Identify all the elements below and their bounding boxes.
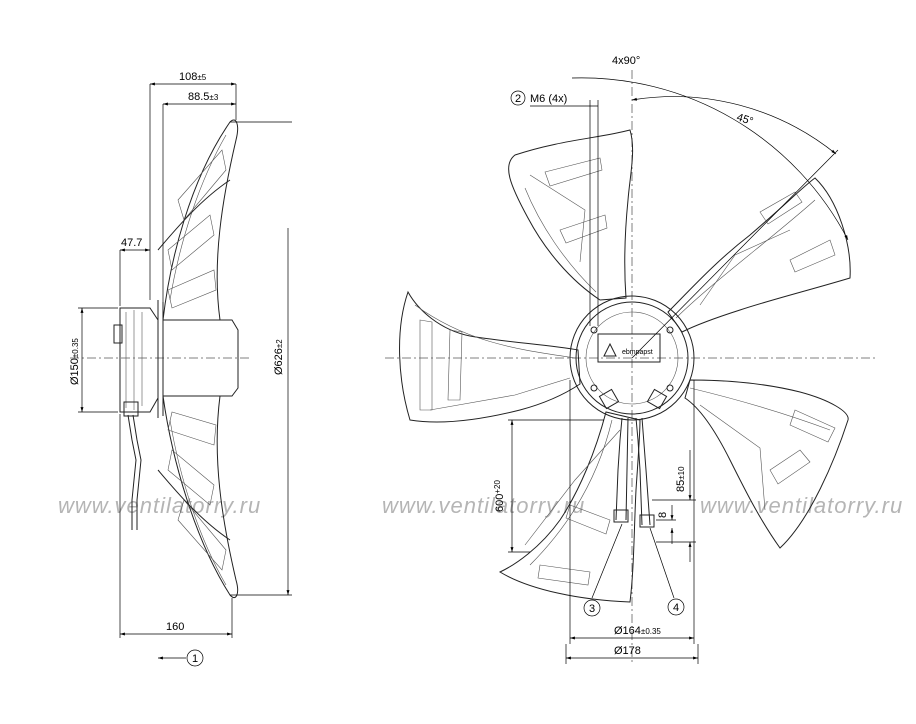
screw-icon	[590, 326, 598, 334]
dim-160-label: 160	[166, 621, 184, 633]
angle-4x90-label: 4x90°	[612, 55, 640, 67]
front-view: ebmpapst 2 M6 (4x) 4x90° 45° 600	[385, 55, 875, 665]
dim-626-label: Ø626±2	[273, 339, 285, 375]
dim-164-label: Ø164±0.35	[614, 625, 661, 637]
callout-2-circle	[510, 90, 526, 106]
dim-47-7-label: 47.7	[121, 237, 142, 249]
blade-upper-right	[667, 177, 851, 333]
dim-8-label: 8	[657, 512, 669, 518]
screw-icon	[590, 384, 598, 392]
dim-108-label: 108±5	[179, 71, 207, 83]
screw-icon	[666, 326, 674, 334]
callout-4-label: 4	[673, 602, 679, 614]
cable-end-4	[639, 514, 655, 528]
lower-blade-profile	[162, 395, 239, 599]
cable-end-3	[613, 509, 629, 523]
watermark-3: www.ventilatorry.ru	[700, 493, 903, 518]
callout-4-circle	[667, 598, 685, 616]
cable-3	[615, 417, 623, 521]
cable-gland	[646, 388, 668, 410]
callout-3-circle	[583, 599, 601, 617]
upper-blade-profile	[162, 119, 239, 321]
motor-terminal	[113, 324, 123, 344]
angle-arc-45	[631, 96, 837, 155]
warning-icon	[603, 342, 617, 357]
dim-150-label: Ø150±0.35	[69, 338, 81, 385]
dim-600-label: 600+20	[493, 480, 506, 512]
cable-gland	[598, 388, 620, 410]
side-cable	[127, 414, 137, 530]
callout-1-circle	[186, 649, 204, 667]
rating-plate	[597, 333, 661, 363]
fan-hub-outer	[569, 295, 695, 421]
dim-178-label: Ø178	[614, 645, 641, 657]
angle-45-label: 45°	[735, 111, 755, 128]
m6-label: M6 (4x)	[530, 93, 567, 105]
angle-arc-4x90	[571, 77, 849, 241]
fan-hub-inner	[575, 301, 689, 415]
blade-left	[399, 290, 581, 423]
side-view: 108±5 88.5±3 47.7 Ø150±0.35 Ø626±2 160 1	[69, 71, 292, 667]
callout-3-label: 3	[589, 603, 595, 615]
callout-1-label: 1	[192, 653, 198, 665]
screw-icon	[666, 384, 674, 392]
callout-2-label: 2	[515, 93, 521, 105]
dim-88-5-label: 88.5±3	[188, 91, 219, 103]
blade-bottom	[498, 411, 641, 603]
cable-4	[635, 417, 643, 526]
watermark-row: www.ventilatorry.ru www.ventilatorry.ru …	[58, 493, 903, 518]
blade-lower-right	[684, 379, 849, 549]
watermark-2: www.ventilatorry.ru	[382, 493, 585, 518]
watermark-1: www.ventilatorry.ru	[58, 493, 261, 518]
dim-85-label: 85±10	[675, 466, 687, 492]
blade-upper-left	[508, 129, 634, 301]
fan-hub	[163, 319, 239, 397]
